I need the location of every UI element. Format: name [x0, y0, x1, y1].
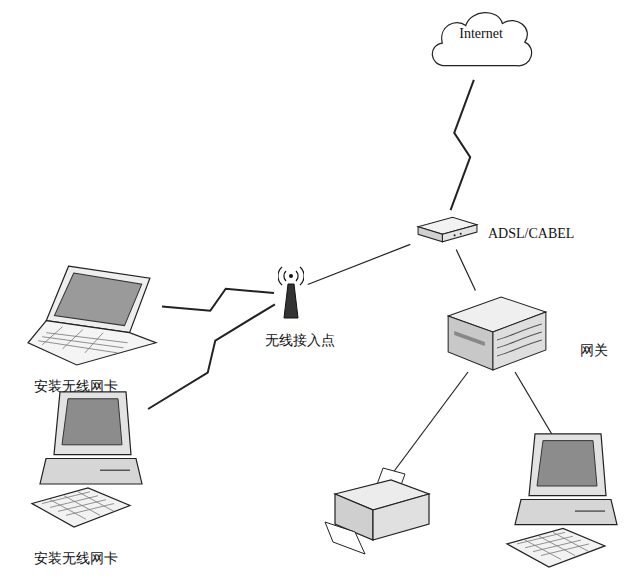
cable-link [308, 244, 411, 284]
gateway-icon [448, 297, 546, 370]
modem-icon [418, 217, 477, 242]
node-label: 网关 [580, 342, 608, 359]
cable-link [456, 250, 475, 291]
node-label: 安装无线网卡 [34, 550, 118, 567]
icon [26, 262, 158, 368]
desktop-computer [507, 434, 617, 567]
printer-tray [325, 522, 365, 554]
modem: ADSL/CABEL [414, 214, 480, 246]
node-label: Internet [459, 26, 503, 43]
desktop-pc: 安装无线网卡 [30, 388, 145, 530]
laptop-icon [28, 266, 156, 365]
gateway: 网关 [440, 294, 552, 374]
printer-icon [325, 468, 429, 554]
icon [414, 214, 480, 246]
icon [30, 388, 145, 530]
icon [440, 294, 552, 374]
internet-cloud: Internet [425, 4, 537, 76]
laptop: 安装无线网卡 [26, 262, 158, 368]
node-label: 无线接入点 [265, 332, 335, 349]
access-point: 无线接入点 [278, 262, 304, 320]
node-label: ADSL/CABEL [488, 226, 574, 243]
wireless-link [162, 289, 274, 311]
desktop-pc-icon [32, 392, 142, 527]
internet-cloud-icon [432, 13, 531, 66]
printer-side [373, 494, 429, 540]
icon [278, 262, 304, 320]
wire [392, 372, 468, 474]
wireless-link [451, 80, 474, 210]
wireless-link [148, 304, 275, 409]
access-point-icon [278, 267, 304, 318]
